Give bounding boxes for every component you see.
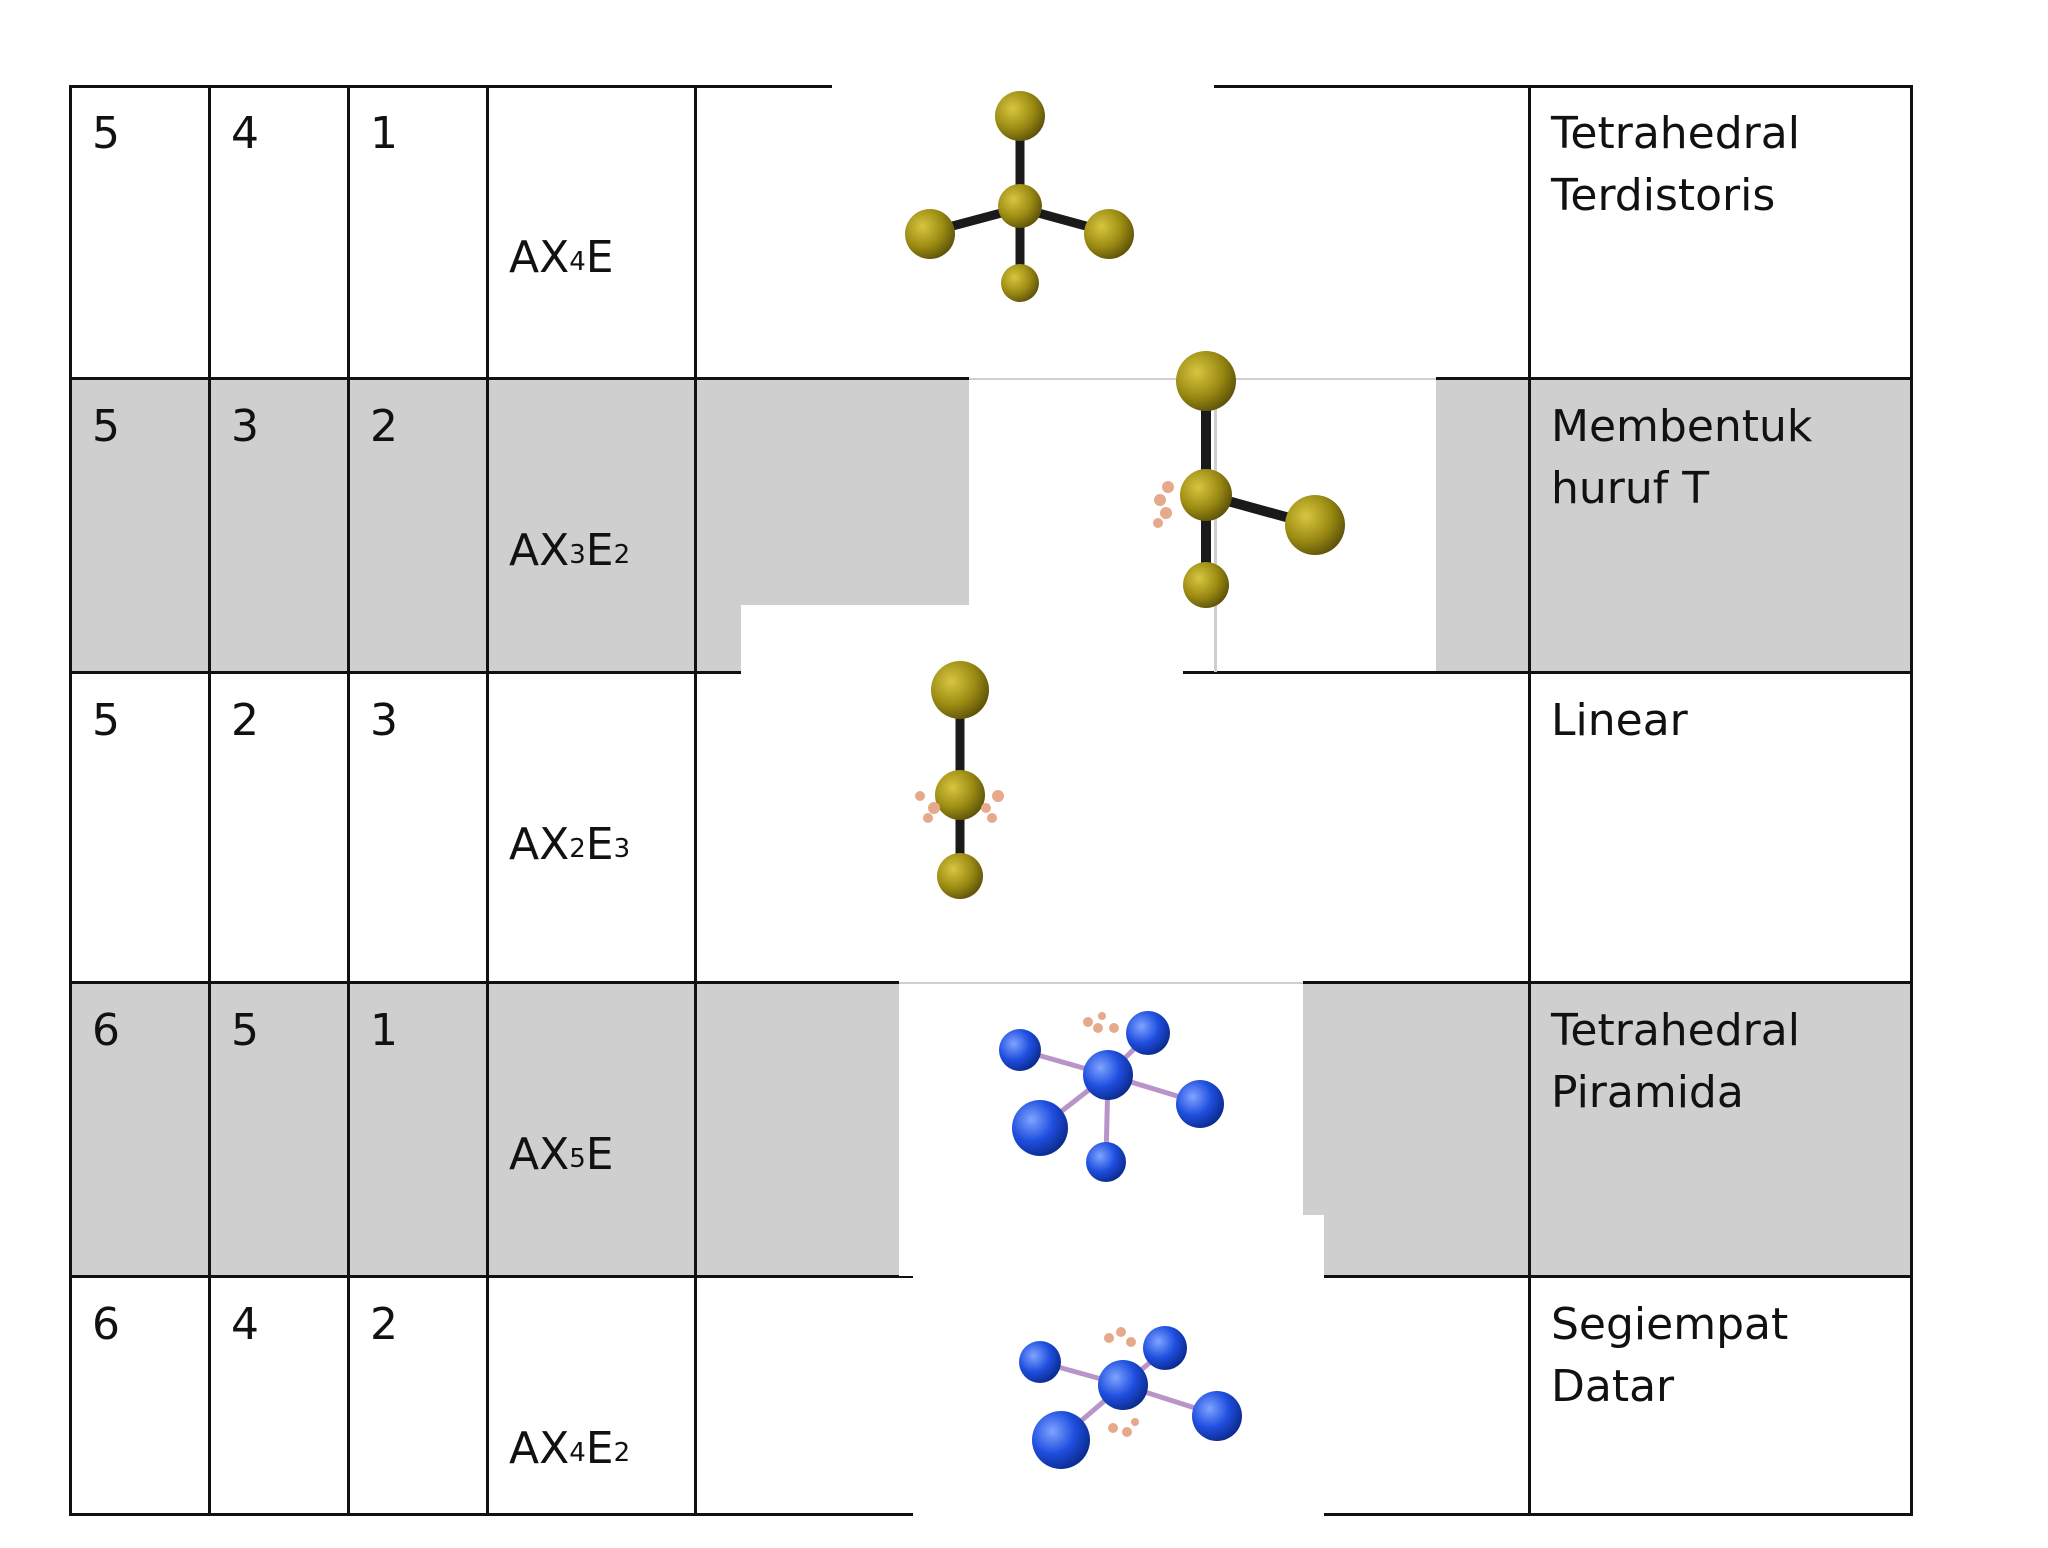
formula-e: E bbox=[585, 525, 614, 576]
formula-sub-e: 2 bbox=[613, 1438, 631, 1468]
lone-pairs-cell: 1 bbox=[347, 982, 486, 1276]
formula-sub-e: 2 bbox=[613, 540, 631, 570]
formula-base: AX bbox=[509, 819, 570, 870]
formula-cell: AX3E2 bbox=[486, 378, 694, 672]
table-top-rule-right bbox=[1214, 85, 1913, 88]
row-rule-4-right bbox=[1324, 1275, 1913, 1278]
molecule-cell bbox=[694, 672, 1528, 982]
shape-name-cell: Segiempat Datar bbox=[1528, 1276, 1913, 1516]
table-row: 6 4 2 AX4E2 Segiempat Datar bbox=[69, 1276, 1913, 1516]
formula-cell: AX4E2 bbox=[486, 1276, 694, 1516]
molecule-cell bbox=[694, 378, 1528, 672]
lone-pairs-cell: 2 bbox=[347, 378, 486, 672]
lone-pairs-cell: 2 bbox=[347, 1276, 486, 1516]
square-pyramidal-molecule-icon bbox=[999, 1011, 1224, 1182]
row-rule-2-left bbox=[69, 671, 741, 674]
table-bottom-rule bbox=[69, 1513, 913, 1516]
bonding-pairs-cell: 3 bbox=[208, 378, 347, 672]
shape-name-cell: Membentuk huruf T bbox=[1528, 378, 1913, 672]
t-shaped-molecule-icon bbox=[1153, 351, 1345, 608]
see-saw-molecule-icon bbox=[905, 91, 1134, 302]
formula-cell: AX2E3 bbox=[486, 672, 694, 982]
total-pairs-cell: 5 bbox=[69, 672, 208, 982]
formula-e: E bbox=[585, 1423, 614, 1474]
formula-base: AX bbox=[509, 1129, 570, 1180]
molecule-cell bbox=[694, 1276, 1528, 1516]
row-rule-1-right bbox=[1436, 377, 1913, 380]
table-top-rule-left bbox=[69, 85, 832, 88]
row-rule-3-left bbox=[69, 981, 899, 984]
table-bottom-rule-right bbox=[1324, 1513, 1913, 1516]
square-planar-molecule-icon bbox=[1019, 1326, 1242, 1469]
formula-e: E bbox=[585, 232, 614, 283]
total-pairs-cell: 6 bbox=[69, 1276, 208, 1516]
molecule-cell bbox=[694, 85, 1528, 378]
row-rule-1-left bbox=[69, 377, 969, 380]
shape-name-cell: Tetrahedral Piramida bbox=[1528, 982, 1913, 1276]
formula-base: AX bbox=[509, 525, 570, 576]
table-row: 5 2 3 AX2E3 Linear bbox=[69, 672, 1913, 982]
formula-sub-x: 3 bbox=[569, 540, 586, 570]
molecule-cell bbox=[694, 982, 1528, 1276]
total-pairs-cell: 5 bbox=[69, 378, 208, 672]
formula-cell: AX4E bbox=[486, 85, 694, 378]
formula-sub-x: 4 bbox=[569, 247, 586, 277]
bonding-pairs-cell: 4 bbox=[208, 1276, 347, 1516]
formula-e: E bbox=[585, 819, 614, 870]
row-rule-4-left bbox=[69, 1275, 913, 1278]
table-right-gap bbox=[1214, 378, 1217, 672]
formula-sub-x: 4 bbox=[569, 1438, 586, 1468]
formula-base: AX bbox=[509, 232, 570, 283]
bonding-pairs-cell: 5 bbox=[208, 982, 347, 1276]
formula-sub-e: 3 bbox=[613, 834, 631, 864]
lone-pairs-cell: 3 bbox=[347, 672, 486, 982]
formula-sub-x: 5 bbox=[569, 1144, 586, 1174]
formula-cell: AX5E bbox=[486, 982, 694, 1276]
shape-name-cell: Tetrahedral Terdistoris bbox=[1528, 85, 1913, 378]
formula-e: E bbox=[585, 1129, 614, 1180]
linear-molecule-icon bbox=[915, 661, 1004, 899]
bonding-pairs-cell: 2 bbox=[208, 672, 347, 982]
row-rule-3-right bbox=[1303, 981, 1913, 984]
lone-pairs-cell: 1 bbox=[347, 85, 486, 378]
table-row: 5 4 1 AX4E Tetrahedral Terdistoris bbox=[69, 85, 1913, 378]
bonding-pairs-cell: 4 bbox=[208, 85, 347, 378]
row-rule-2-right bbox=[1183, 671, 1913, 674]
shape-name-cell: Linear bbox=[1528, 672, 1913, 982]
formula-base: AX bbox=[509, 1423, 570, 1474]
total-pairs-cell: 6 bbox=[69, 982, 208, 1276]
formula-sub-x: 2 bbox=[569, 834, 586, 864]
total-pairs-cell: 5 bbox=[69, 85, 208, 378]
